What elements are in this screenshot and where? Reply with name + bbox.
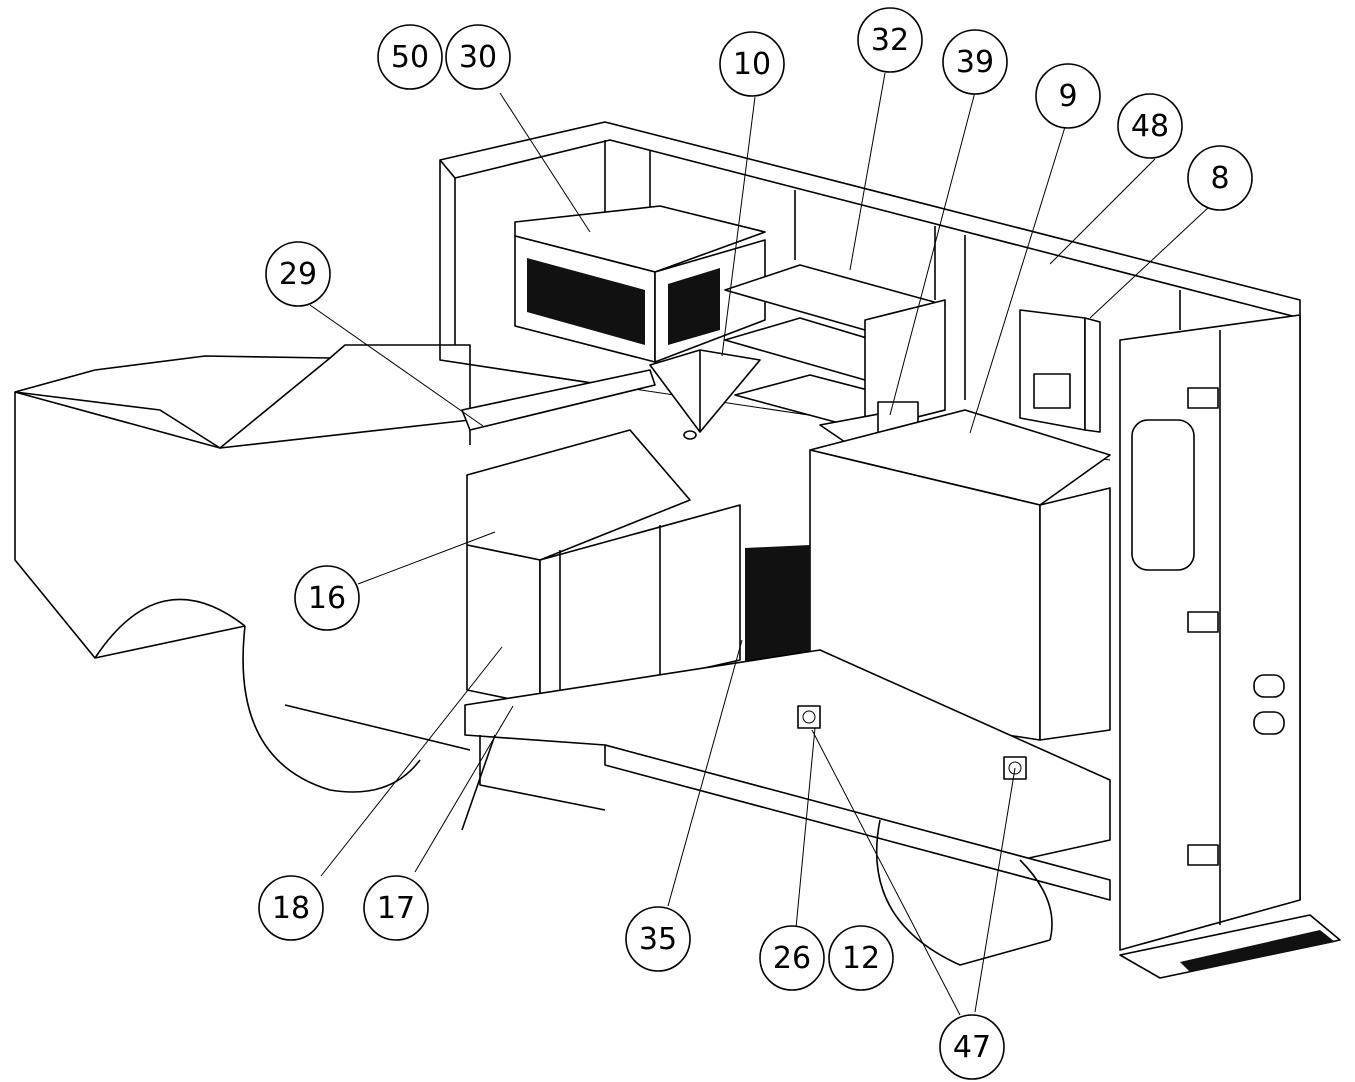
strut-29 (461, 369, 656, 445)
hopper-10 (649, 349, 761, 440)
callout-8: 8 (1187, 145, 1253, 211)
callout-label: 39 (956, 45, 994, 80)
control-panel-8 (1019, 309, 1101, 433)
callout-10: 10 (719, 31, 785, 97)
callout-label: 8 (1210, 161, 1229, 196)
callout-circle (377, 24, 443, 90)
callout-circle (265, 241, 331, 307)
callout-label: 50 (391, 40, 429, 75)
callout-label: 30 (459, 40, 497, 75)
callout-label: 16 (308, 581, 346, 616)
callout-circle (258, 875, 324, 941)
callout-label: 18 (272, 891, 310, 926)
unit-30-housing (514, 205, 766, 363)
callout-circle (363, 875, 429, 941)
callout-circle (828, 925, 894, 991)
callout-label: 47 (953, 1030, 991, 1065)
callout-48: 48 (1117, 93, 1183, 159)
callout-18: 18 (258, 875, 324, 941)
callout-50: 50 (377, 24, 443, 90)
truck-cab (14, 344, 471, 793)
callout-label: 17 (377, 891, 415, 926)
callout-circle (719, 31, 785, 97)
callout-circle (1117, 93, 1183, 159)
callout-circle (445, 24, 511, 90)
callout-circle (939, 1014, 1005, 1080)
callout-label: 32 (871, 23, 909, 58)
callout-circle (857, 7, 923, 73)
callout-label: 26 (773, 941, 811, 976)
callout-circle (1187, 145, 1253, 211)
leader-lines (309, 72, 1211, 1016)
chassis-rails (461, 649, 1111, 901)
callout-circle (294, 565, 360, 631)
callout-16: 16 (294, 565, 360, 631)
callout-label: 48 (1131, 109, 1169, 144)
callout-47: 47 (939, 1014, 1005, 1080)
callout-9: 9 (1035, 63, 1101, 129)
callout-32: 32 (857, 7, 923, 73)
callout-29: 29 (265, 241, 331, 307)
callout-circle (1035, 63, 1101, 129)
callout-26: 26 (759, 925, 825, 991)
callout-label: 10 (733, 47, 771, 82)
callout-label: 9 (1058, 79, 1077, 114)
callout-39: 39 (942, 29, 1008, 95)
callout-17: 17 (363, 875, 429, 941)
callout-balloons: 50 30 10 32 39 9 48 8 29 16 18 17 35 26 12 47 (258, 7, 1253, 1080)
callout-35: 35 (625, 906, 691, 972)
callout-label: 35 (639, 922, 677, 957)
cabinet-9 (809, 409, 1111, 741)
callout-12: 12 (828, 925, 894, 991)
cabinet-18 (466, 429, 741, 706)
callout-circle (625, 906, 691, 972)
callout-circle (759, 925, 825, 991)
callout-label: 29 (279, 257, 317, 292)
rear-step (1119, 914, 1341, 979)
callout-circle (942, 29, 1008, 95)
rear-door-panel (1119, 314, 1301, 951)
callout-30: 30 (445, 24, 511, 90)
rear-wheel (876, 819, 1053, 966)
callout-label: 12 (842, 941, 880, 976)
